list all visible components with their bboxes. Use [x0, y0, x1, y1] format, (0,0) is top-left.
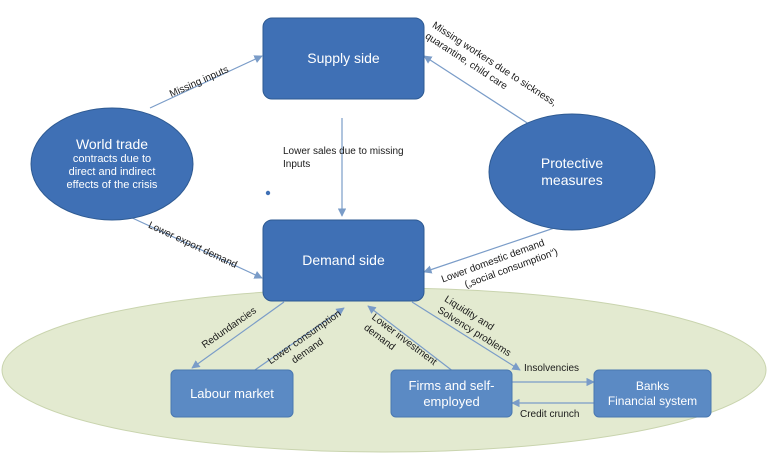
world-trade-line2: contracts due to	[72, 152, 152, 165]
arrow-demand-to-labour	[191, 301, 285, 369]
marker-dot	[265, 190, 271, 196]
lower-sales-line2: Inputs	[283, 158, 311, 170]
demand-side-box	[262, 219, 425, 302]
supply-side-label: Supply side	[263, 18, 424, 99]
firms-box	[390, 369, 513, 418]
banks-line1: Banks	[635, 379, 670, 394]
protective-measures-label: Protective measures	[489, 142, 655, 202]
lower-sales-label: Lower sales due to missing Inputs	[283, 146, 404, 171]
protective-measures-ellipse	[488, 113, 656, 231]
supply-side-text: Supply side	[307, 50, 380, 67]
banks-label: Banks Financial system	[594, 370, 711, 417]
arrow-protective-to-supply	[423, 55, 536, 129]
world-trade-ellipse	[30, 107, 194, 221]
arrow-world-trade-to-supply	[149, 55, 263, 109]
labour-market-text: Labour market	[190, 385, 274, 401]
arrow-firms-to-demand	[367, 305, 455, 373]
protective-line2: measures	[541, 172, 603, 188]
world-trade-line4: effects of the crisis	[66, 178, 158, 191]
arrow-world-trade-to-demand	[127, 215, 263, 279]
supply-side-box	[262, 17, 425, 100]
world-trade-line3: direct and indirect	[68, 165, 156, 178]
insolvencies-label: Insolvencies	[524, 363, 579, 376]
world-trade-title: World trade	[75, 135, 149, 152]
insolvencies-text: Insolvencies	[524, 363, 580, 374]
credit-crunch-label: Credit crunch	[520, 409, 579, 422]
labour-market-label: Labour market	[171, 370, 293, 417]
firms-line2: employed	[423, 393, 480, 409]
demand-side-label: Demand side	[263, 220, 424, 301]
credit-crunch-text: Credit crunch	[520, 409, 580, 420]
lower-sales-line1: Lower sales due to missing	[283, 146, 404, 157]
banks-line2: Financial system	[607, 393, 698, 408]
arrow-protective-to-demand	[423, 221, 573, 274]
protective-line1: Protective	[540, 155, 604, 172]
arrow-labour-to-demand	[251, 307, 345, 373]
arrow-demand-to-firms	[411, 301, 521, 371]
demand-side-text: Demand side	[302, 252, 385, 269]
firms-line1: Firms and self-	[408, 377, 495, 393]
banks-box	[593, 369, 712, 418]
labour-market-box	[170, 369, 294, 418]
firms-label: Firms and self- employed	[391, 370, 512, 417]
world-trade-label: World trade contracts due to direct and …	[31, 124, 193, 204]
